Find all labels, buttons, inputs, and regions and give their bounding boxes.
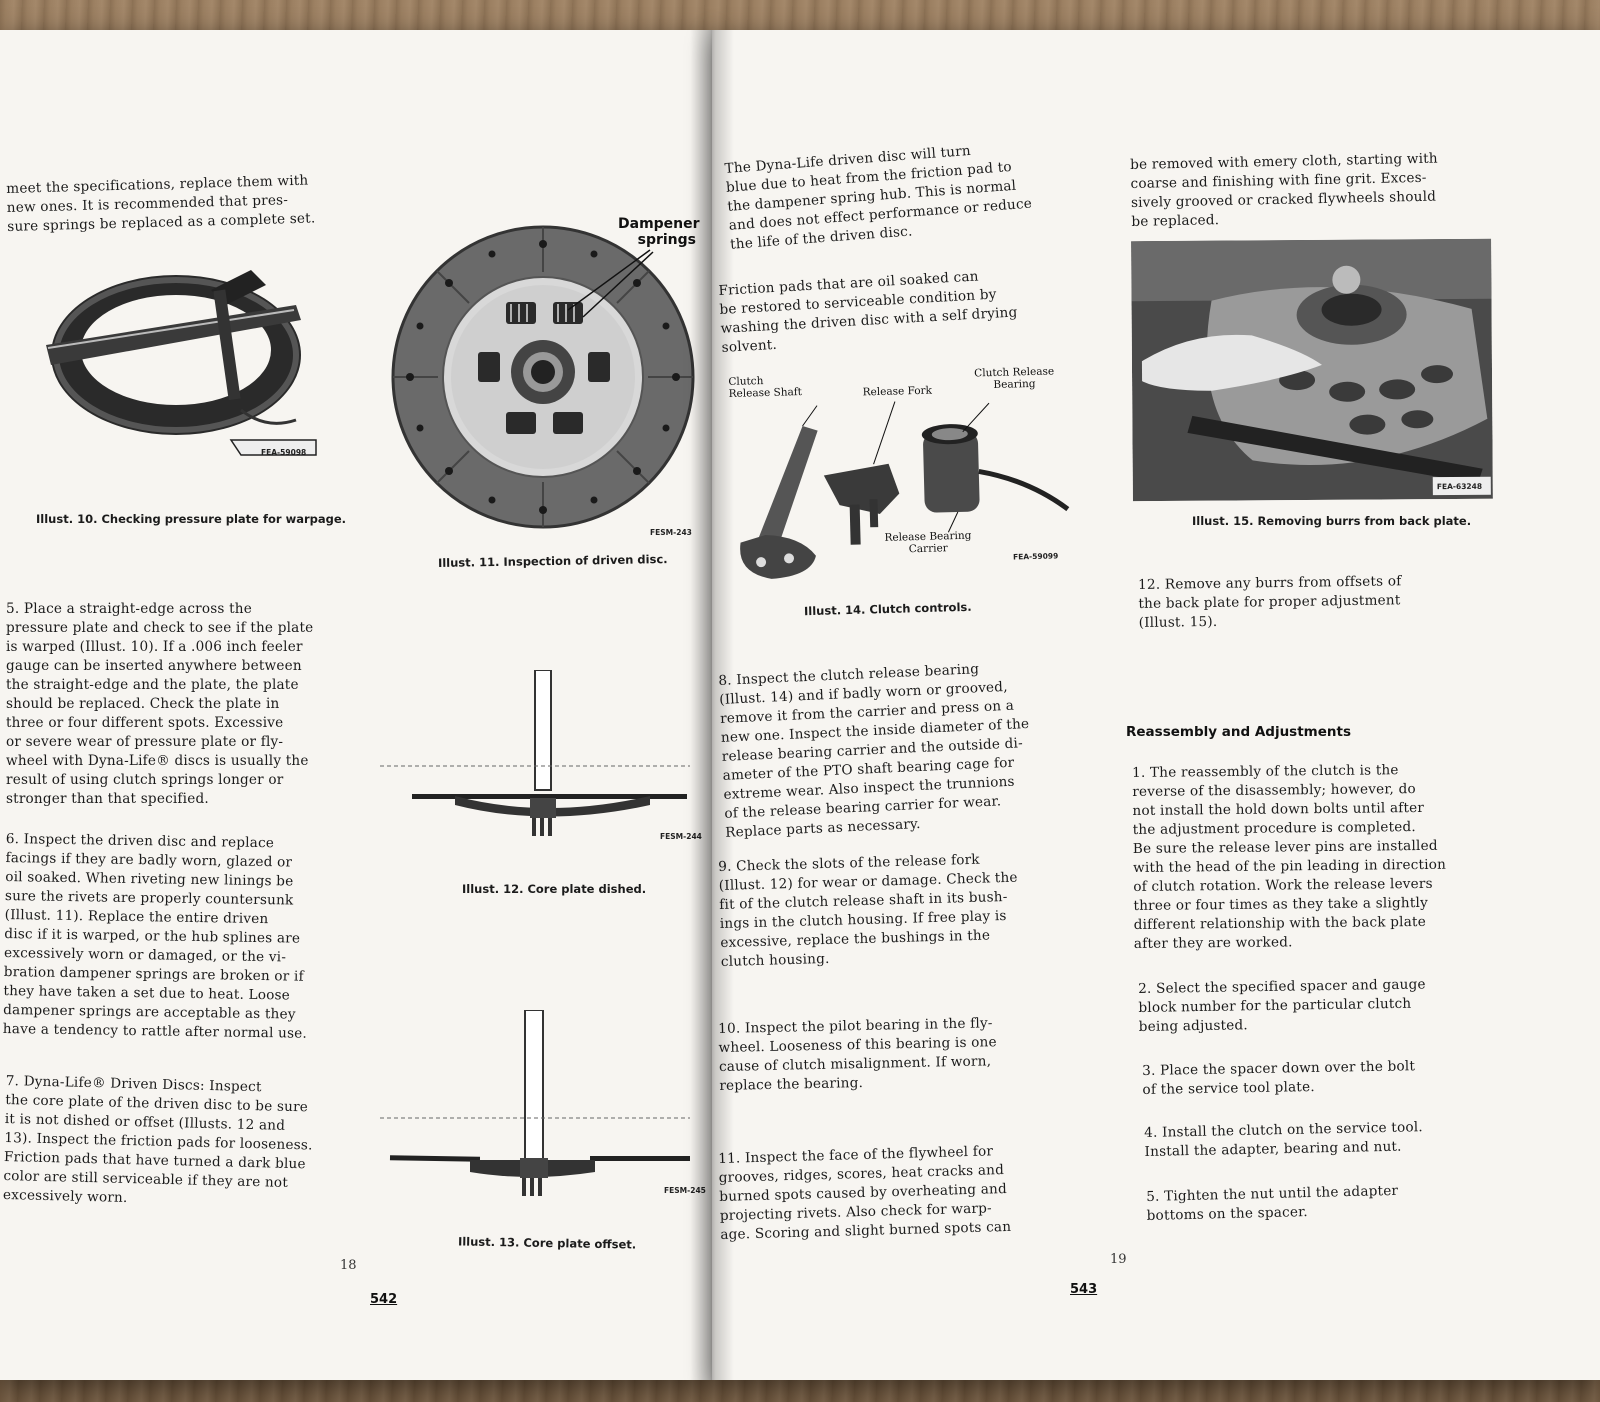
page-number-18: 18	[340, 1258, 357, 1273]
page-number-19: 19	[1110, 1252, 1127, 1267]
paragraph-reassembly-5: 5. Tighten the nut until the adapter bot…	[1146, 1182, 1399, 1224]
paragraph-step-7: 7. Dyna-Life® Driven Discs: Inspect the …	[2, 1072, 313, 1207]
paragraph-step-8: 8. Inspect the clutch release bearing (I…	[718, 661, 1030, 841]
figure-illust-15: FEA-63248	[1131, 238, 1493, 502]
core-plate-dished-drawing	[380, 669, 690, 850]
figure-illust-10: FEA-59098	[36, 250, 336, 480]
figure-code-fea-59098: FEA-59098	[261, 448, 307, 457]
paragraph-friction-pads: Friction pads that are oil soaked can be…	[718, 268, 1018, 356]
caption-illust-10: Illust. 10. Checking pressure plate for …	[36, 512, 347, 526]
caption-illust-15: Illust. 15. Removing burrs from back pla…	[1192, 514, 1472, 528]
paragraph-step-9: 9. Check the slots of the release fork (…	[718, 851, 1018, 970]
label-release-fork: Release Fork	[862, 384, 933, 399]
figure-code-fesm-245: FESM-245	[664, 1186, 706, 1195]
figure-code-fesm-243: FESM-243	[650, 528, 692, 537]
paragraph-dyna-life-blue: The Dyna-Life driven disc will turn blue…	[724, 142, 1033, 253]
paragraph-top-left: meet the specifications, replace them wi…	[6, 172, 316, 235]
clutch-controls-photo	[726, 359, 1072, 588]
figure-illust-13: FESM-245	[380, 1009, 706, 1200]
label-release-bearing-carrier: Release Bearing Carrier	[884, 529, 972, 556]
back-plate-burrs-photo	[1131, 238, 1493, 502]
caption-illust-11: Illust. 11. Inspection of driven disc.	[437, 551, 668, 571]
paragraph-step-10: 10. Inspect the pilot bearing in the fly…	[718, 1015, 997, 1094]
paragraph-step-6: 6. Inspect the driven disc and replace f…	[2, 830, 308, 1042]
core-plate-offset-drawing	[380, 1009, 690, 1200]
paragraph-step-12: 12. Remove any burrs from offsets of the…	[1138, 573, 1402, 631]
paragraph-emery-cloth: be removed with emery cloth, starting wi…	[1130, 150, 1438, 230]
figure-illust-11: Dampener springs FESM-243	[388, 212, 700, 542]
figure-code-fesm-244: FESM-244	[660, 832, 702, 841]
figure-code-fea-63248: FEA-63248	[1436, 481, 1483, 492]
caption-illust-14: Illust. 14. Clutch controls.	[803, 599, 972, 619]
section-heading-reassembly: Reassembly and Adjustments	[1126, 724, 1351, 740]
label-dampener-springs: Dampener springs	[618, 216, 700, 248]
pressure-plate-photo	[36, 250, 336, 480]
right-page: The Dyna-Life driven disc will turn blue…	[712, 30, 1600, 1380]
figure-illust-12: FESM-244	[380, 669, 702, 850]
paragraph-step-11: 11. Inspect the face of the flywheel for…	[718, 1143, 1012, 1243]
paragraph-reassembly-4: 4. Install the clutch on the service too…	[1144, 1119, 1423, 1160]
figure-code-fea-59099: FEA-59099	[1012, 551, 1059, 562]
paragraph-step-5: 5. Place a straight-edge across the pres…	[6, 601, 314, 807]
left-page: meet the specifications, replace them wi…	[0, 30, 712, 1380]
driven-disc-photo	[388, 212, 698, 542]
figure-illust-14: Clutch Release Shaft Release Fork Clutch…	[726, 359, 1072, 588]
paragraph-reassembly-1: 1. The reassembly of the clutch is the r…	[1132, 762, 1447, 952]
paragraph-reassembly-2: 2. Select the specified spacer and gauge…	[1138, 976, 1426, 1035]
caption-illust-12: Illust. 12. Core plate dished.	[462, 882, 647, 896]
page-number-543: 543	[1070, 1282, 1098, 1297]
paragraph-reassembly-3: 3. Place the spacer down over the bolt o…	[1142, 1058, 1416, 1098]
page-number-542: 542	[370, 1292, 398, 1307]
caption-illust-13: Illust. 13. Core plate offset.	[457, 1234, 637, 1252]
label-clutch-release-bearing: Clutch Release Bearing	[974, 365, 1055, 392]
label-clutch-release-shaft: Clutch Release Shaft	[728, 375, 803, 400]
